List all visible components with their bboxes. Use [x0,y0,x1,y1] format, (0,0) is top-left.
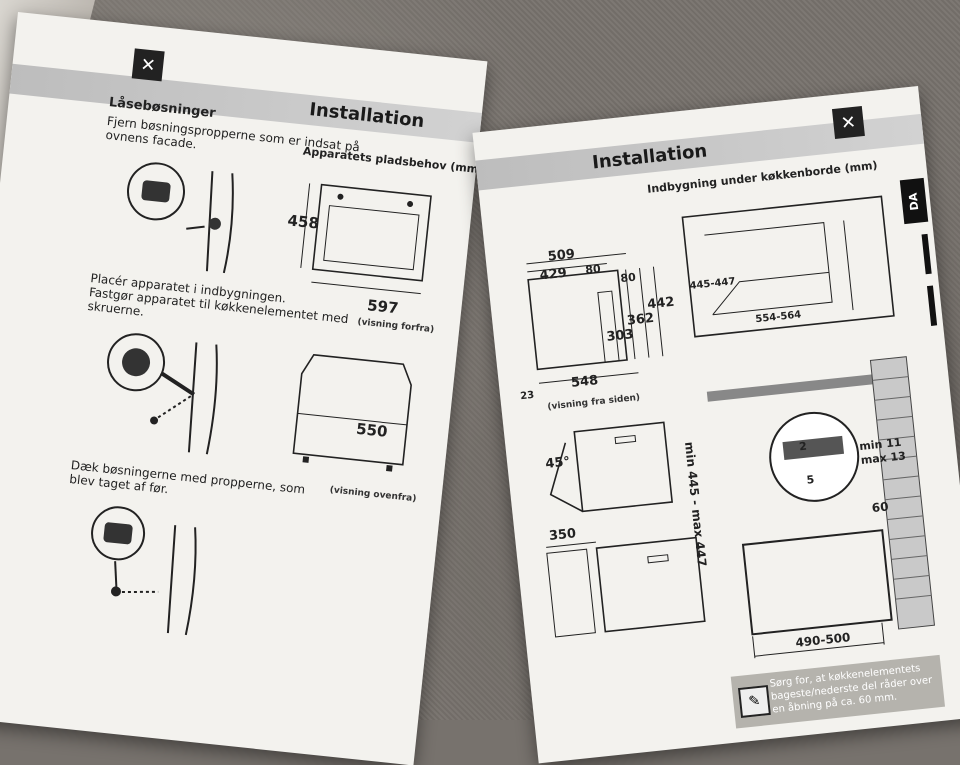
front-view-caption: (visning forfra) [356,317,435,336]
pencil-icon: ✎ [737,684,771,718]
dim-height-inner: 303 [605,327,635,345]
wall-gap: 60 [871,499,890,516]
oven-side-view [526,252,664,384]
dim-top-width: 550 [355,419,389,441]
manual-left-page: ✕ Installation Låsebøsninger Fjern bøsni… [0,12,488,765]
language-tab: DA [899,177,929,225]
top-view-caption: (visning ovenfra) [329,485,417,505]
dim-height-mid: 362 [626,310,655,329]
detail-label-2: 2 [798,439,808,454]
door-open-350-illustration [546,536,706,638]
page-index-marker [921,233,932,275]
door-open-45-illustration [549,421,674,513]
screw-fixing-illustration [107,333,218,455]
dim-right-small: 80 [619,270,637,286]
dim-front-width: 597 [366,296,400,318]
detail-label-5: 5 [805,473,815,487]
tools-icon: ✕ [131,48,165,82]
dim-inner-right: 80 [584,262,602,277]
dim-bottom: 548 [570,373,599,391]
note-text: Sørg for, at køkkenelementets bageste/ne… [769,662,933,716]
ventilation-note: ✎ Sørg for, at køkkenelementets bageste/… [730,654,946,729]
side-view-caption: (visning fra siden) [547,392,641,413]
dim-height-outer: 442 [646,294,676,313]
door-angle: 45° [544,454,571,472]
plug-removal-illustration [127,162,234,274]
plug-cover-illustration [91,506,197,636]
space-heading: Apparatets pladsbehov (mm) [302,144,484,177]
door-open-dim: 350 [548,526,577,544]
dim-upper: 429 [539,265,568,284]
oven-front-view [300,183,432,295]
dim-top: 509 [547,246,576,265]
kitchen-cabinet-illustration [681,195,895,338]
page-index-marker [926,285,938,326]
tools-icon: ✕ [831,105,865,139]
under-counter-section-illustration [706,356,936,659]
manual-right-page: ✕ Installation Indbygning under køkkenbo… [472,86,960,764]
dim-bottom-left: 23 [519,389,535,403]
dim-front-height: 458 [286,211,320,233]
oven-top-view [292,353,412,472]
